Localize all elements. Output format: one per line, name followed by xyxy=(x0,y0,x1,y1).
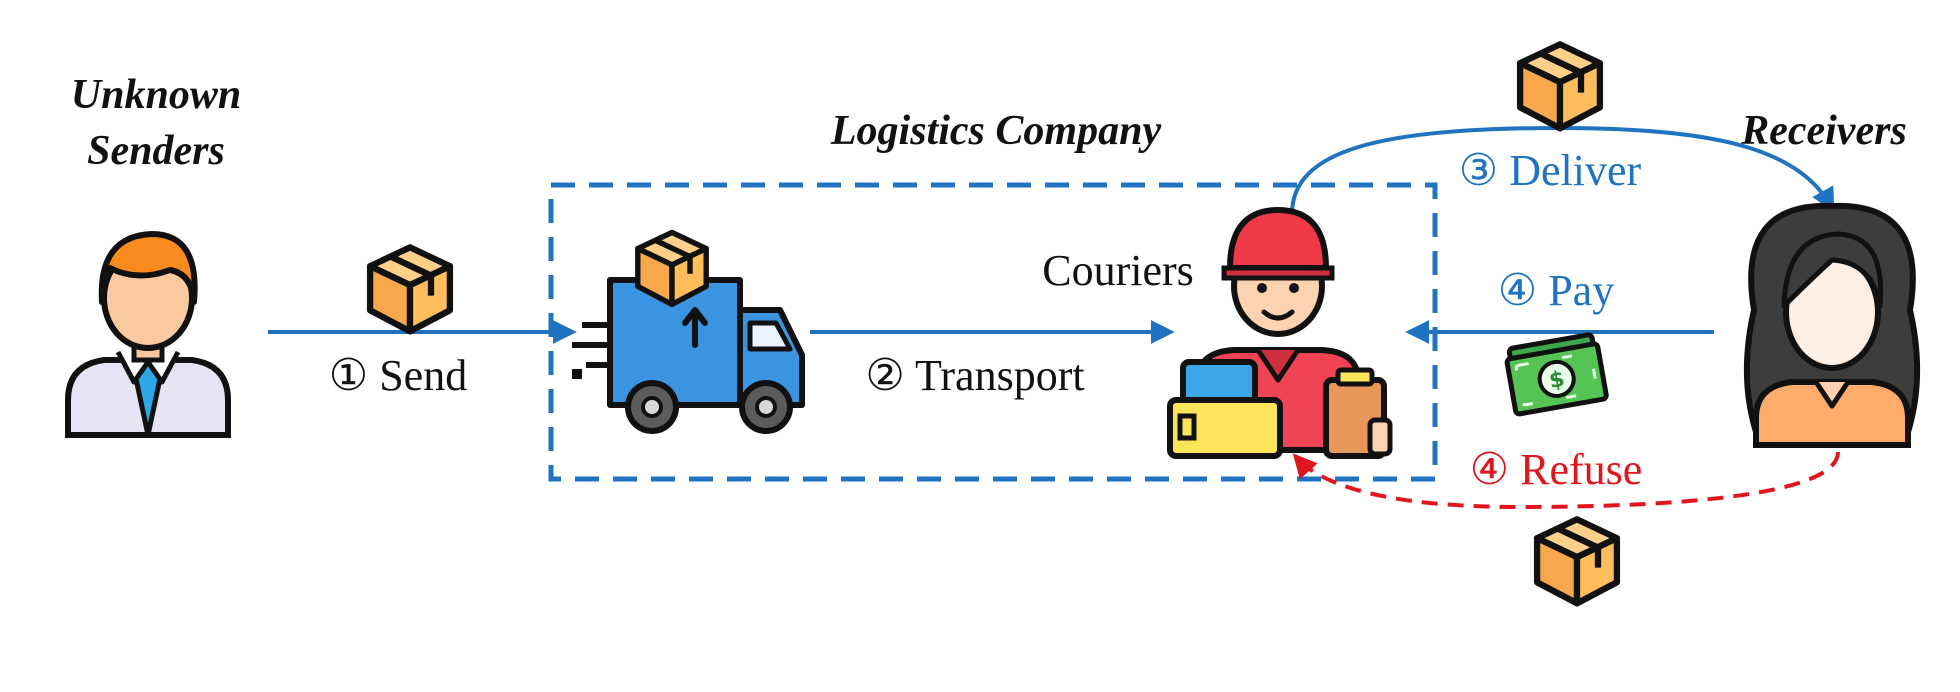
businessman-icon xyxy=(65,231,231,438)
transport-label: ② Transport xyxy=(865,351,1084,400)
refuse-label: ④ Refuse xyxy=(1470,445,1643,494)
package-box-icon xyxy=(1520,44,1600,128)
delivery-truck-icon xyxy=(572,232,805,434)
senders-label-line1: Unknown xyxy=(71,72,241,118)
pay-label: ④ Pay xyxy=(1498,266,1614,315)
receivers-label: Receivers xyxy=(1740,108,1907,154)
cash-icon: $ xyxy=(1504,332,1609,417)
deliver-label: ③ Deliver xyxy=(1459,146,1642,195)
refuse-arrow xyxy=(1292,451,1840,510)
svg-text:$: $ xyxy=(1547,367,1566,394)
send-label: ① Send xyxy=(329,351,467,400)
company-label: Logistics Company xyxy=(830,108,1162,154)
package-box-icon xyxy=(638,232,706,304)
package-box-icon xyxy=(370,247,450,331)
senders-label-line2: Senders xyxy=(87,128,225,174)
courier-icon xyxy=(1167,207,1393,459)
woman-icon xyxy=(1743,202,1921,448)
package-box-icon xyxy=(1537,519,1617,603)
couriers-label: Couriers xyxy=(1042,246,1194,295)
